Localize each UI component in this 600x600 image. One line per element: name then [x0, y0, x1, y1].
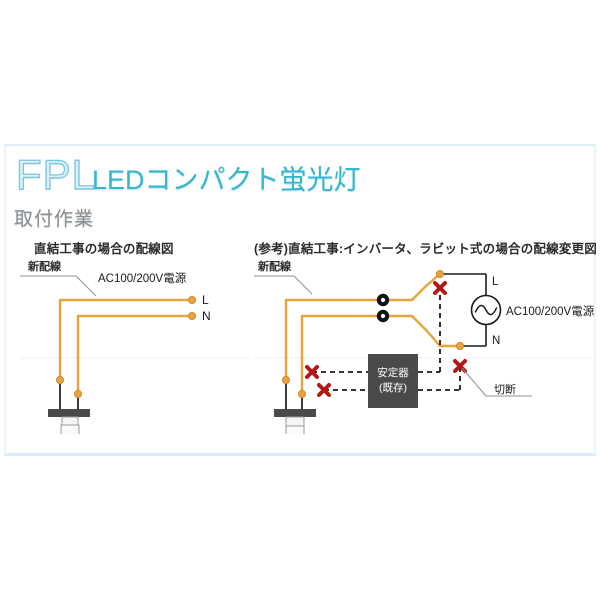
diagram-inverter-rapid-rewire: (参考)直結工事:インバータ、ラビット式の場合の配線変更図 [254, 238, 597, 487]
diagram-right-graphic: 安定器 (既存) [254, 254, 595, 487]
label-power-source: AC100/200V電源 [98, 271, 187, 285]
section-title: 取付作業 [14, 209, 95, 230]
content-panel: FPLLEDコンパクト蛍光灯 取付作業 直結工事の場合の配線図 [4, 144, 597, 487]
supply-terminal-N [187, 312, 196, 321]
junction-dot-lower [298, 389, 307, 398]
circuit-junction-top [435, 269, 444, 278]
new-wiring-leader [20, 275, 97, 297]
junction-dot-upper [281, 376, 290, 385]
connector-terminal-lower [376, 309, 390, 323]
brand-header: FPLLEDコンパクト蛍光灯 [15, 151, 576, 200]
diagram-right-heading: (参考)直結工事:インバータ、ラビット式の場合の配線変更図 [254, 242, 597, 256]
label-terminal-L: L [202, 293, 209, 307]
cut-mark-circuit-top [433, 281, 447, 295]
ballast-label-line2: (既存) [379, 381, 407, 394]
ac-source-symbol [470, 294, 502, 326]
diagram-direct-wiring: 直結工事の場合の配線図 [20, 238, 250, 486]
cut-mark-lamp-top [305, 365, 319, 379]
connector-terminal-upper [376, 293, 390, 307]
wire-new-lower [300, 314, 462, 396]
label-terminal-N: N [202, 309, 211, 323]
circuit-junction-bottom [455, 342, 464, 351]
brand-logo-fpl: FPL [15, 151, 97, 198]
diagram-left-heading: 直結工事の場合の配線図 [34, 242, 174, 256]
label-power-source: AC100/200V電源 [506, 304, 594, 318]
lamp-fixture [48, 409, 90, 486]
ballast-label-line1: 安定器 [377, 367, 409, 379]
wire-new-L [58, 298, 194, 382]
diagram-left-graphic: 新配線 AC100/200V電源 L N [20, 254, 250, 486]
brand-subtitle: LEDコンパクト蛍光灯 [92, 165, 361, 195]
wire-new-N [76, 314, 194, 396]
cut-mark-lamp-bottom [317, 383, 331, 397]
new-wiring-leader [254, 275, 313, 295]
junction-dot-N [74, 389, 83, 398]
label-new-wiring: 新配線 [257, 259, 292, 273]
lamp-fixture [274, 409, 316, 487]
supply-terminal-L [187, 296, 196, 305]
label-cut: 切断 [494, 383, 516, 396]
label-terminal-L: L [492, 276, 499, 288]
label-terminal-N: N [492, 335, 500, 347]
label-new-wiring: 新配線 [27, 259, 62, 273]
ballast-box: 安定器 (既存) [368, 354, 418, 408]
cut-label-leader [461, 367, 532, 397]
wire-new-upper [284, 272, 442, 382]
junction-dot-L [56, 376, 65, 385]
